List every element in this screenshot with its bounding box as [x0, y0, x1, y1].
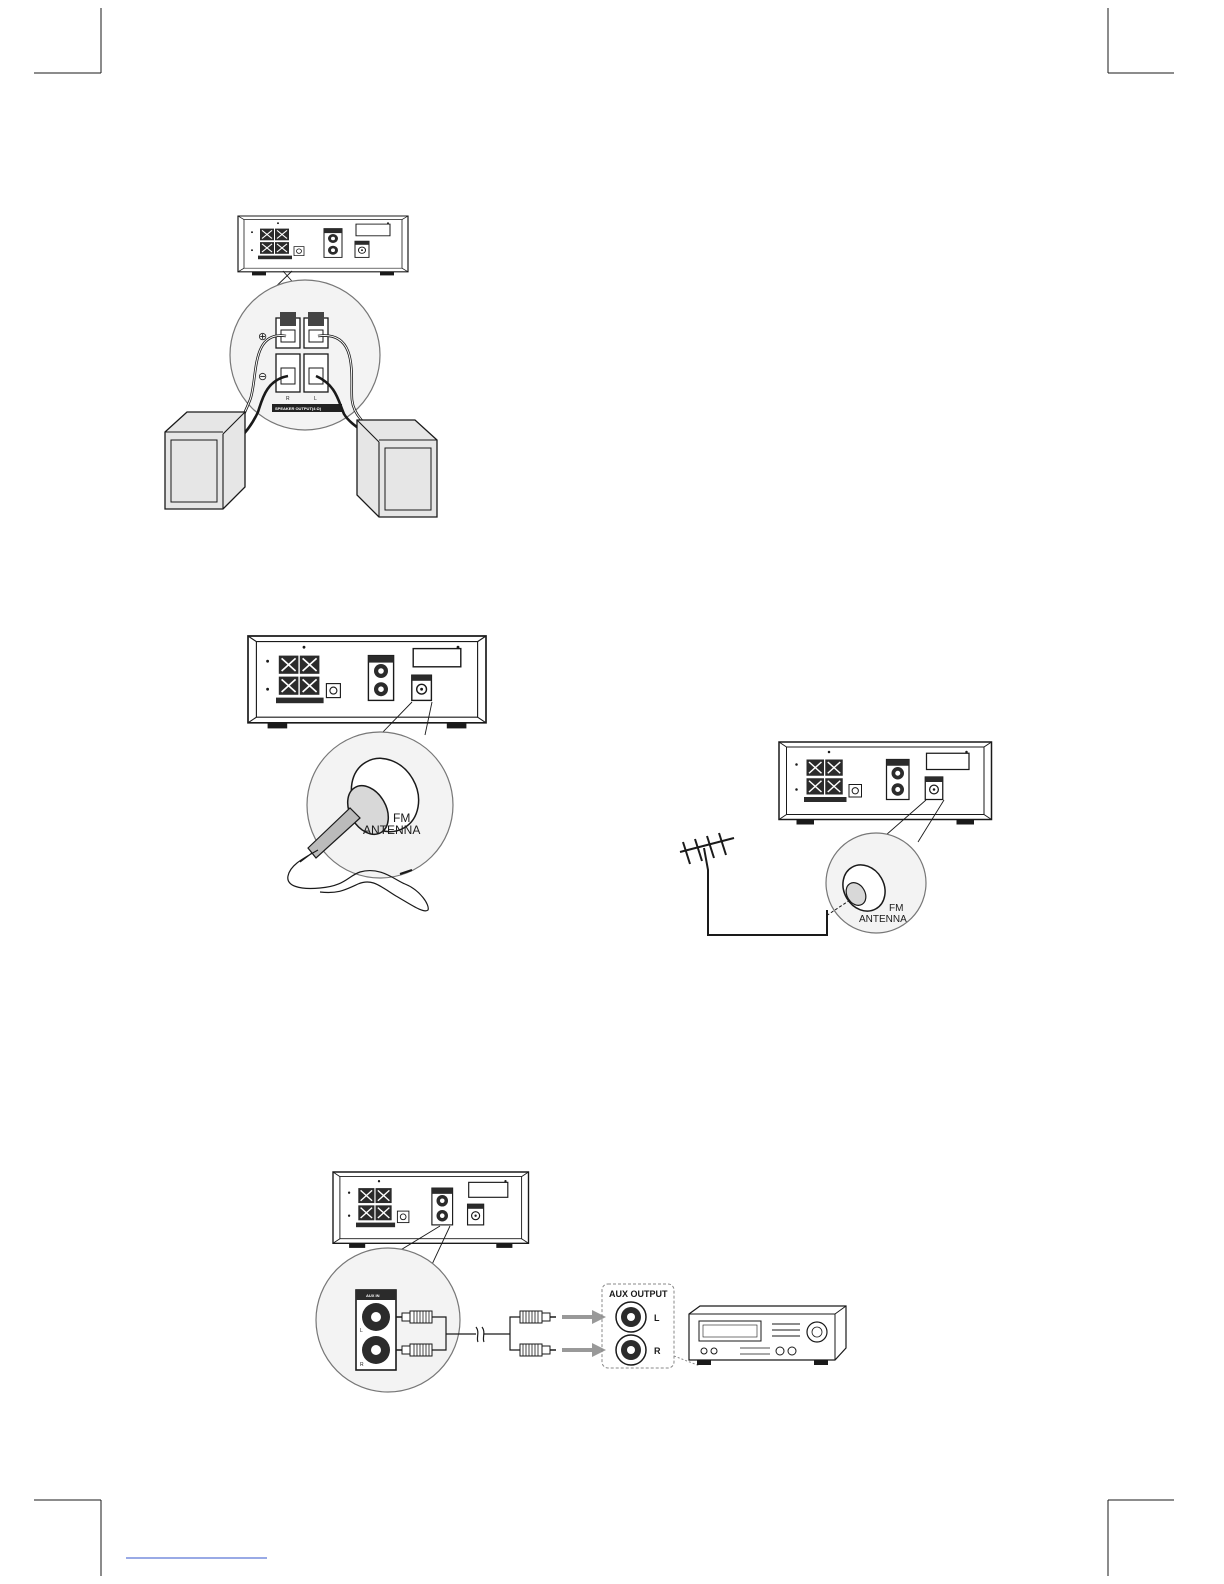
aux-in-l-label: L	[360, 1328, 363, 1334]
antenna-label: ANTENNA	[363, 823, 420, 837]
minus-sign: ⊖	[258, 371, 267, 383]
rca-plug-icon	[520, 1311, 556, 1323]
channel-r-label: R	[286, 396, 290, 402]
yagi-antenna-icon	[680, 833, 827, 935]
rear-panel-unit	[248, 636, 486, 728]
rear-panel-unit	[333, 1172, 529, 1248]
fm-outdoor-antenna-diagram: FM ANTENNA	[680, 742, 992, 935]
speaker-output-label: SPEAKER OUTPUT(4 Ω)	[275, 406, 322, 411]
rca-plug-icon	[520, 1344, 556, 1356]
aux-output-l-label: L	[654, 1313, 660, 1323]
connection-arrows	[562, 1310, 606, 1357]
rear-panel-unit	[779, 742, 992, 825]
aux-connection-diagram: AUX IN L R AUX OUTPUT L R	[316, 1172, 846, 1392]
rear-panel-unit	[238, 216, 408, 275]
crop-marks	[34, 8, 1174, 1576]
aux-output-r-label: R	[654, 1346, 661, 1356]
speaker-icon	[357, 420, 437, 517]
speaker-icon	[165, 412, 245, 509]
stereo-receiver-icon	[689, 1306, 846, 1365]
aux-in-r-label: R	[360, 1362, 364, 1368]
antenna-label: ANTENNA	[859, 914, 907, 925]
speaker-connection-diagram: SPEAKER OUTPUT(4 Ω) ⊕ ⊖ R L	[165, 216, 437, 517]
channel-l-label: L	[314, 396, 317, 402]
aux-in-label: AUX IN	[366, 1293, 380, 1298]
fm-wire-antenna-diagram: FM ANTENNA	[248, 636, 486, 911]
aux-in-jacks: AUX IN L R	[356, 1290, 396, 1370]
fm-label: FM	[889, 903, 903, 914]
aux-output-label: AUX OUTPUT	[609, 1289, 668, 1299]
